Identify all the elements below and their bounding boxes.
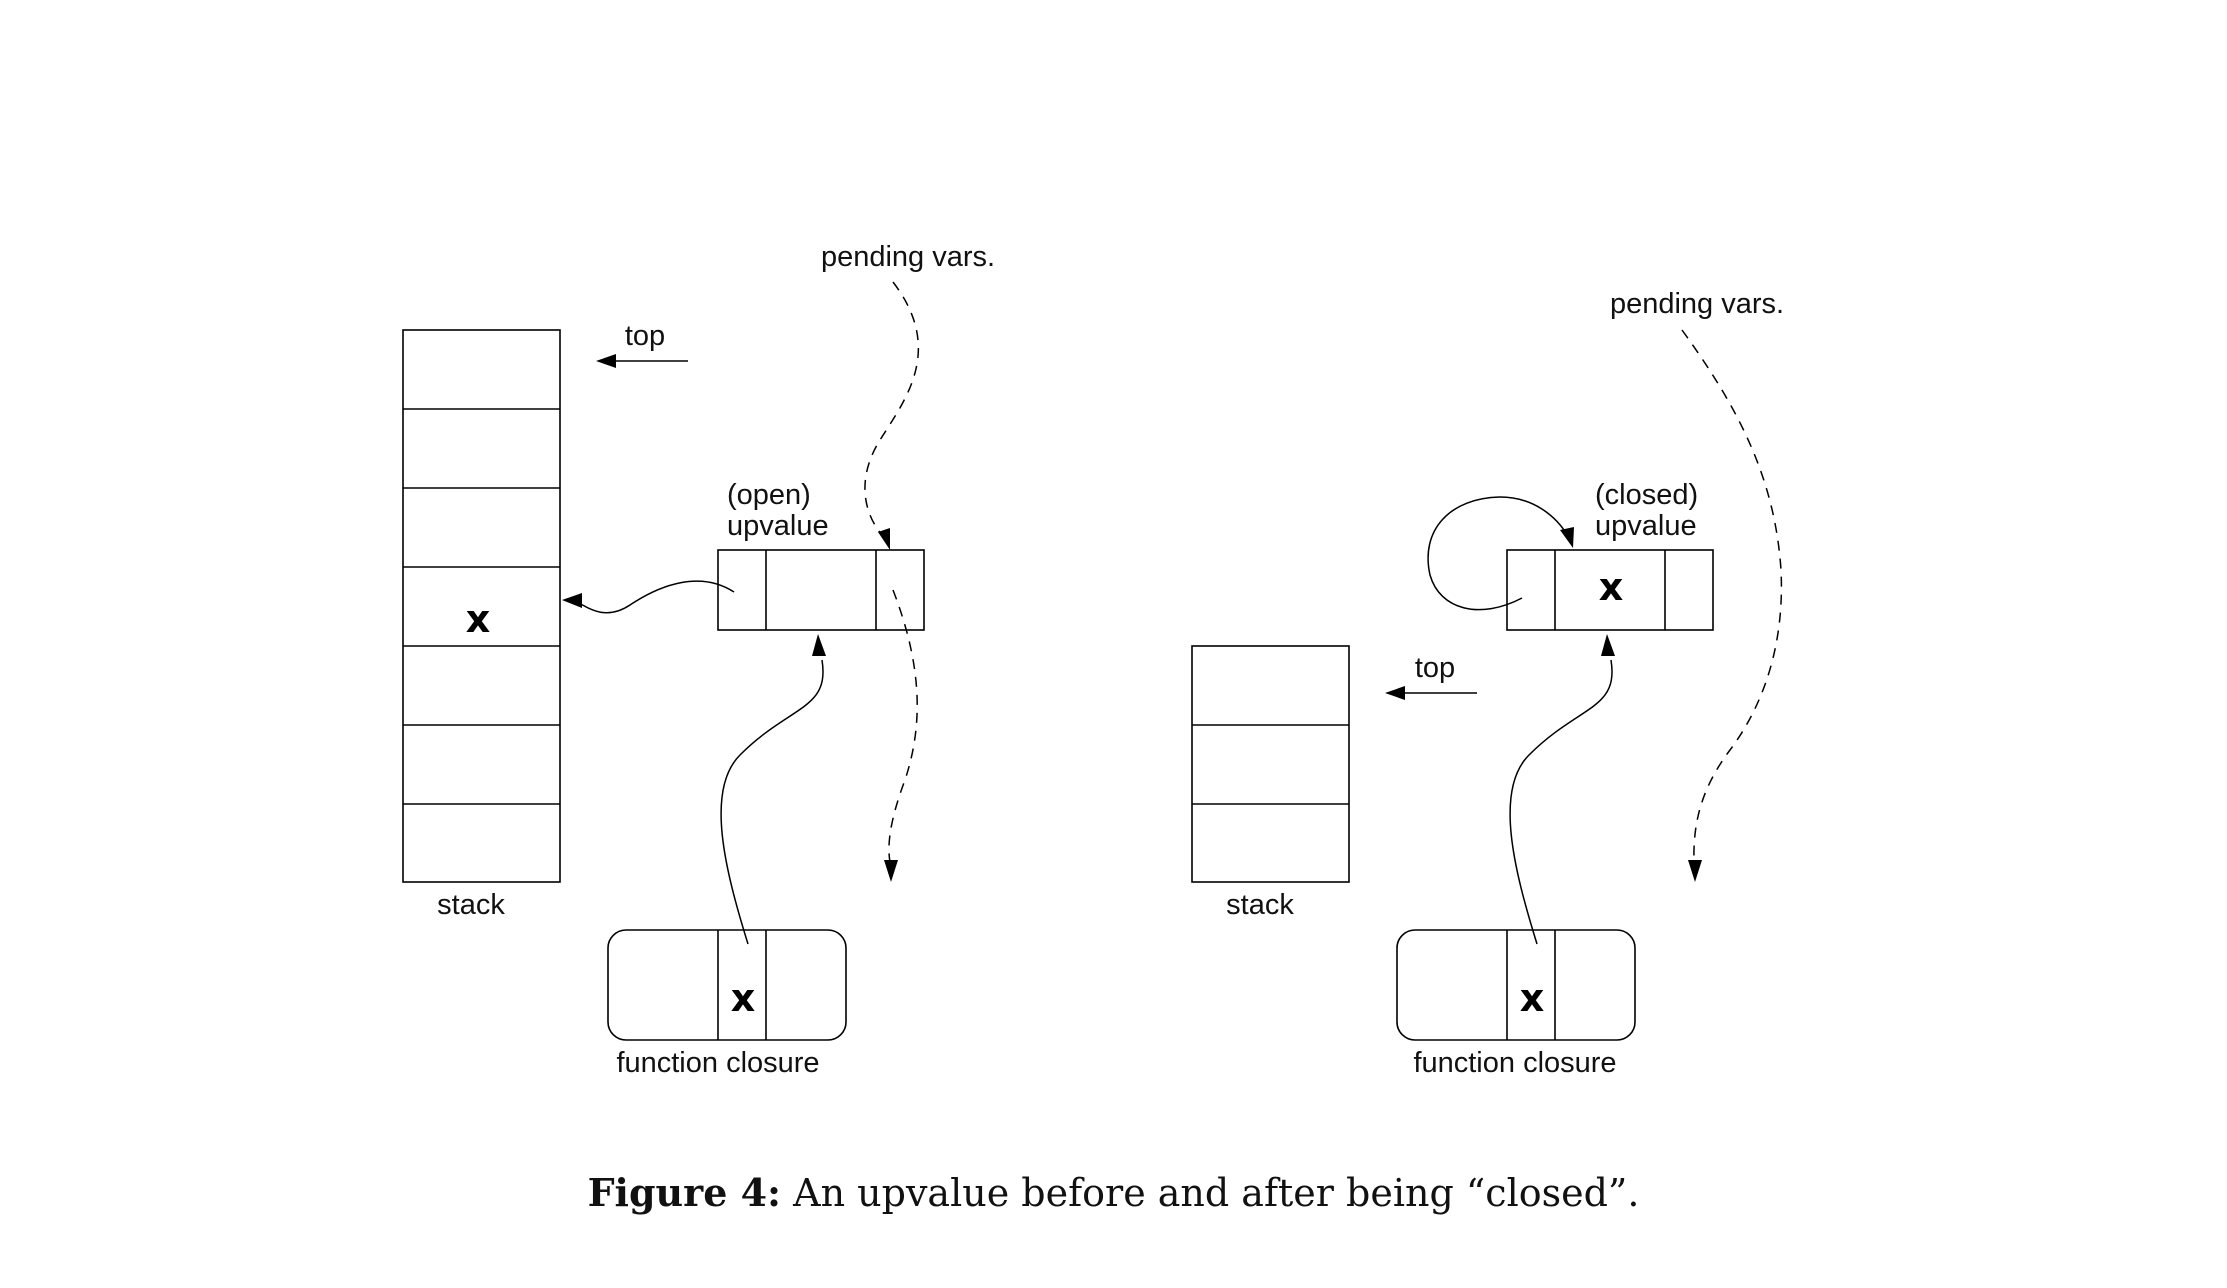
left-upvalue-to-stack-arrowhead xyxy=(562,593,582,608)
left-upvalue-box xyxy=(717,549,925,631)
left-upvalue-outline xyxy=(717,549,925,631)
right-panel: stack top pending vars. (closed) upvalue… xyxy=(1191,288,1784,1079)
left-upvalue-state: (open) xyxy=(727,479,811,511)
right-stack xyxy=(1191,645,1350,883)
left-upvalue-word: upvalue xyxy=(727,510,829,542)
right-closure-box: x xyxy=(1396,929,1636,1041)
right-stack-label: stack xyxy=(1226,889,1294,921)
left-closure-cell-x: x xyxy=(731,976,756,1020)
figure-number: Figure 4: xyxy=(587,1170,782,1215)
right-upvalue-outline xyxy=(1506,549,1714,631)
right-upvalue-state: (closed) xyxy=(1595,479,1698,511)
right-pending-end-arrowhead xyxy=(1688,860,1702,882)
left-top-label: top xyxy=(625,320,665,352)
right-pending-label: pending vars. xyxy=(1610,288,1784,320)
right-top-label: top xyxy=(1415,652,1455,684)
left-pending-label: pending vars. xyxy=(821,241,995,273)
right-upvalue-cell-x: x xyxy=(1599,565,1624,609)
right-upvalue-self-loop-arrowhead xyxy=(1560,527,1574,548)
left-panel: x stack top pending vars. (open) upvalue xyxy=(402,241,995,1079)
left-closure-box: x xyxy=(607,929,847,1041)
right-upvalue-self-loop xyxy=(1427,496,1568,611)
left-stack-label: stack xyxy=(437,889,505,921)
left-pending-dashed-continuation xyxy=(888,589,918,863)
right-closure-to-upvalue-arrowhead xyxy=(1601,634,1615,656)
right-top-arrowhead xyxy=(1385,686,1405,700)
right-stack-outline xyxy=(1191,645,1350,883)
left-closure-to-upvalue-link xyxy=(720,659,824,945)
left-closure-label: function closure xyxy=(616,1047,819,1079)
left-pending-arrowhead xyxy=(878,528,890,550)
right-upvalue-box: x xyxy=(1506,549,1714,631)
left-closure-to-upvalue-arrowhead xyxy=(812,634,826,656)
left-stack-cell-x: x xyxy=(466,597,491,641)
left-top-arrowhead xyxy=(596,354,616,368)
left-pending-end-arrowhead xyxy=(884,860,898,882)
right-closure-label: function closure xyxy=(1413,1047,1616,1079)
left-stack: x xyxy=(402,329,561,883)
right-closure-outline xyxy=(1396,929,1636,1041)
right-upvalue-word: upvalue xyxy=(1595,510,1697,542)
right-closure-to-upvalue-link xyxy=(1509,659,1613,945)
right-pending-dashed-link xyxy=(1681,329,1783,863)
right-closure-cell-x: x xyxy=(1520,976,1545,1020)
caption-text: An upvalue before and after being “close… xyxy=(793,1171,1640,1215)
left-pending-dashed-link xyxy=(864,281,920,536)
left-stack-outline xyxy=(402,329,561,883)
left-closure-outline xyxy=(607,929,847,1041)
figure-caption: Figure 4: An upvalue before and after be… xyxy=(0,1170,2227,1215)
left-upvalue-to-stack-link xyxy=(574,580,735,614)
